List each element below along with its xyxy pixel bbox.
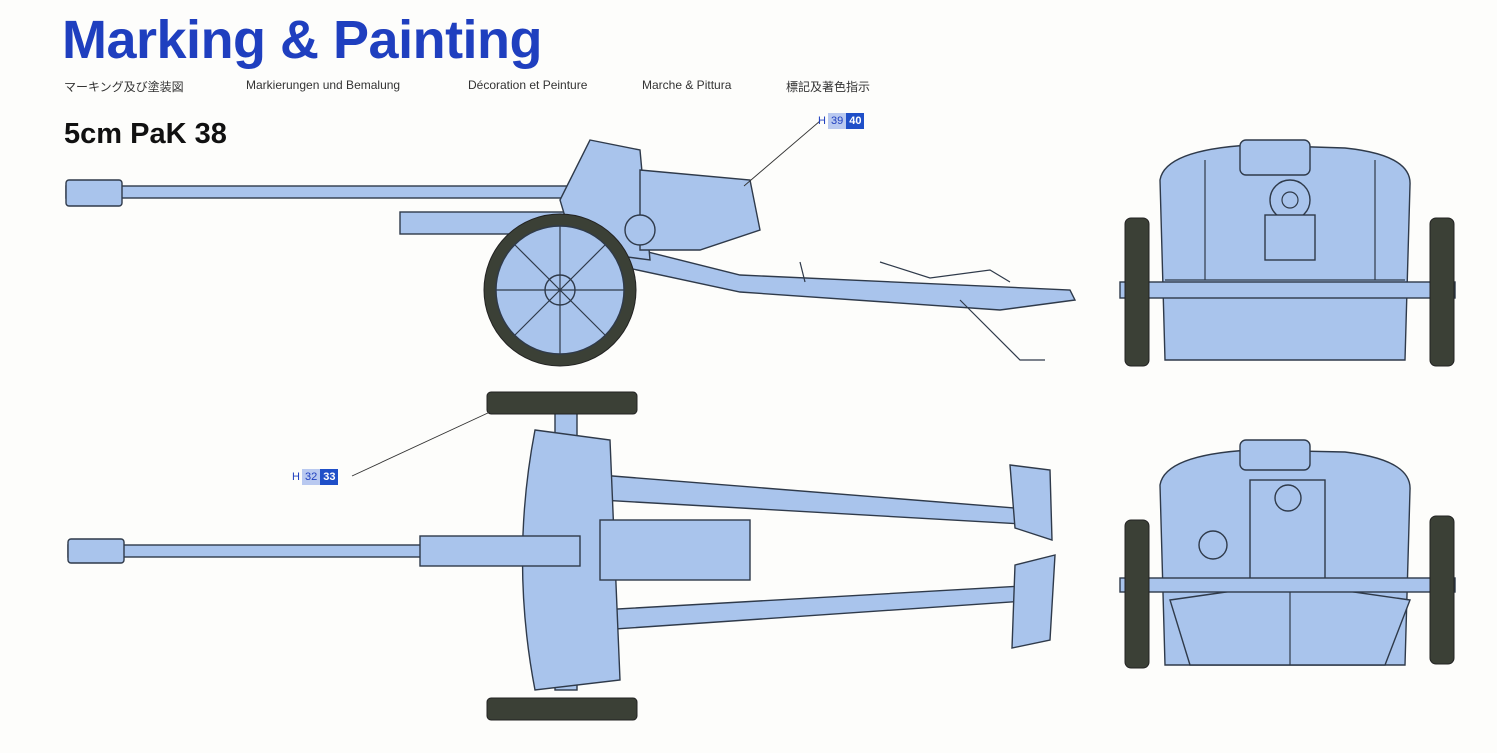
callout-leader-2 <box>351 411 491 477</box>
rear-breech-ring <box>1274 484 1302 512</box>
rear-view <box>1119 439 1456 669</box>
top-spade-lower <box>1011 554 1056 649</box>
rear-shield-top <box>1239 439 1311 471</box>
front-axle <box>1119 281 1456 299</box>
side-view <box>65 139 1077 367</box>
subtitle-german: Markierungen und Bemalung <box>246 78 401 92</box>
page-title: Marking & Painting <box>62 10 543 70</box>
front-wheel-right <box>1429 217 1455 367</box>
subtitle-french: Décoration et Peinture <box>468 78 588 92</box>
top-view <box>67 391 1056 721</box>
top-cradle <box>419 535 581 567</box>
rear-handwheel <box>1198 530 1228 560</box>
top-muzzle-brake <box>67 538 125 564</box>
side-muzzle-brake <box>65 179 123 207</box>
subtitle-chinese: 標記及著色指示 <box>786 80 871 94</box>
model-name: 5cm PaK 38 <box>64 118 227 150</box>
side-barrel <box>65 185 587 199</box>
callout-part-a: 32 <box>301 469 321 485</box>
side-breech <box>639 169 761 251</box>
rear-axle <box>1119 577 1456 593</box>
top-trail-upper <box>599 474 1041 526</box>
part-callout-1: H 39 40 <box>816 113 865 129</box>
top-wheel-lower <box>486 697 638 721</box>
front-shield-top <box>1239 139 1311 176</box>
front-cradle <box>1264 214 1316 261</box>
top-breech <box>599 519 751 581</box>
top-trail-lower <box>599 584 1041 631</box>
callout-part-a: 39 <box>827 113 847 129</box>
top-wheel-upper <box>486 391 638 415</box>
part-callout-2: H 32 33 <box>290 469 339 485</box>
callout-leader-1 <box>743 120 821 187</box>
subtitle-japanese: マーキング及び塗装図 <box>64 80 184 94</box>
callout-part-b: 40 <box>846 113 865 129</box>
front-view <box>1119 139 1456 367</box>
front-wheel-left <box>1124 217 1150 367</box>
rear-wheel-left <box>1124 519 1150 669</box>
front-muzzle <box>1269 179 1311 221</box>
callout-prefix: H <box>292 471 300 483</box>
callout-part-b: 33 <box>320 469 339 485</box>
subtitle-italian: Marche & Pittura <box>642 78 732 92</box>
rear-wheel-right <box>1429 515 1455 665</box>
side-handwheel <box>624 214 656 246</box>
top-spade-upper <box>1009 464 1053 541</box>
callout-prefix: H <box>818 115 826 127</box>
